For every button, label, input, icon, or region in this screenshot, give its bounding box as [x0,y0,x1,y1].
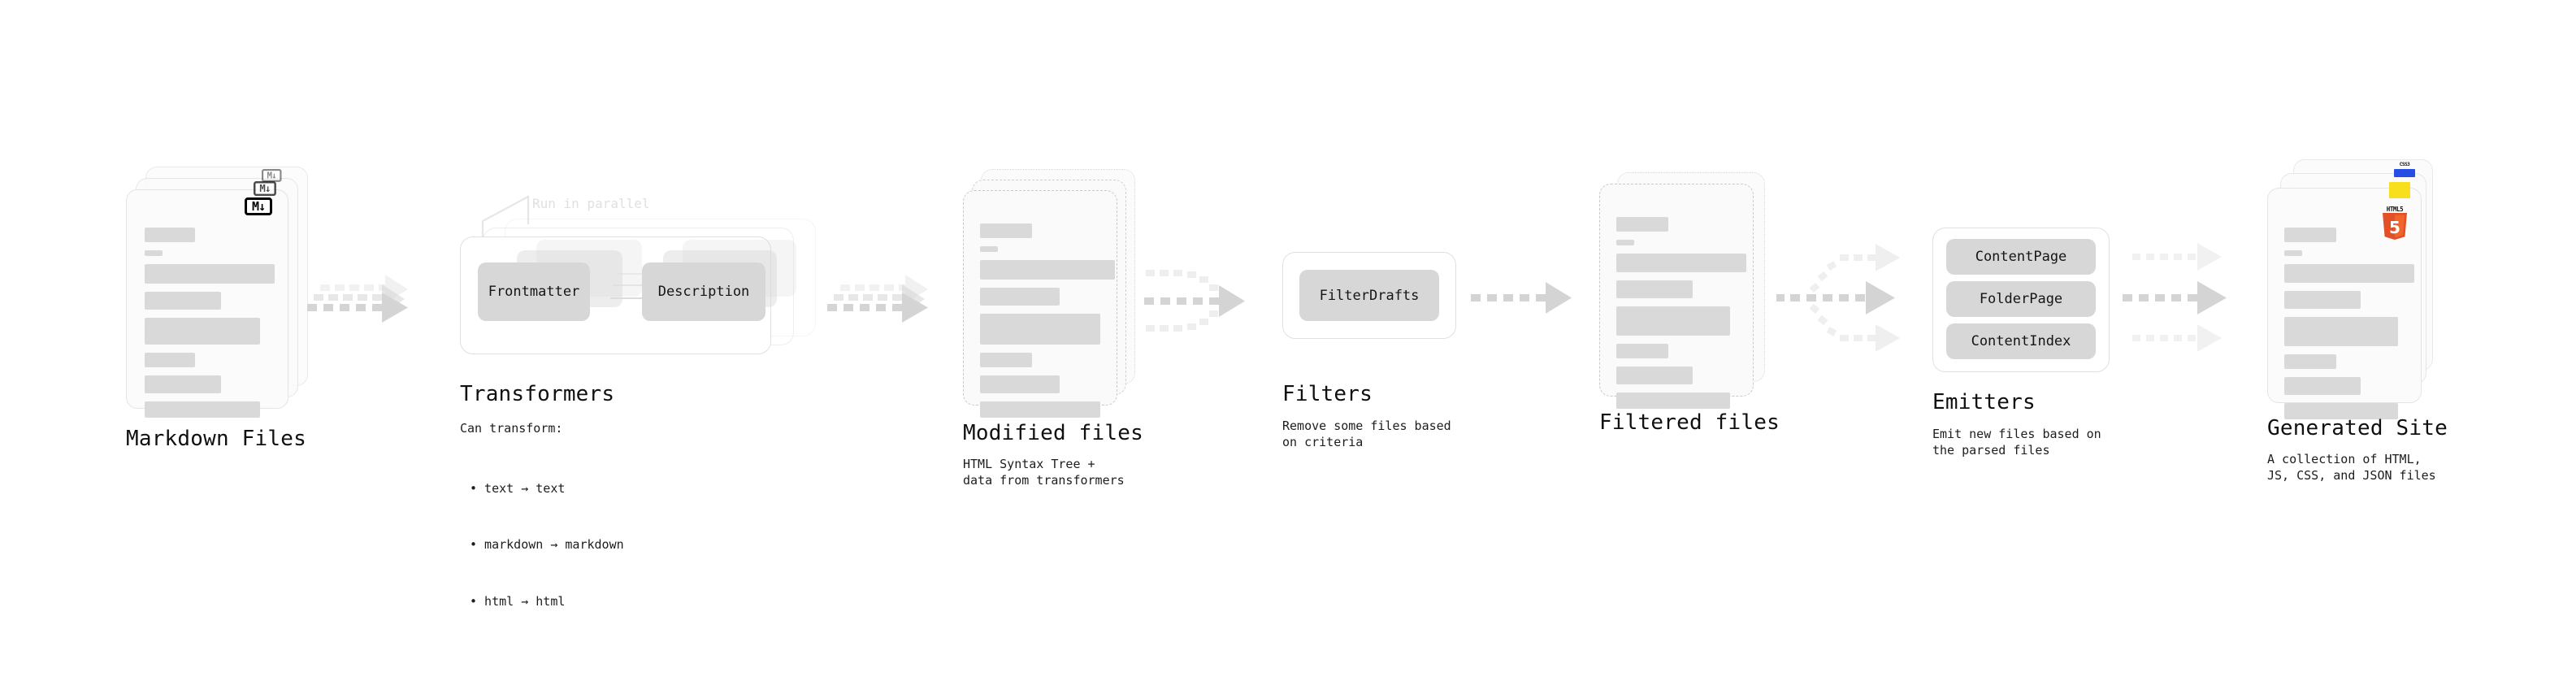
emitter-chip-folderpage[interactable]: FolderPage [1946,281,2096,317]
transformers-bullet-item: • text → text [470,480,566,496]
run-in-parallel-leader [481,195,530,242]
modified-card-front [963,190,1117,418]
emitters-description: Emit new files based on the parsed files [1932,427,2101,458]
modified-skeleton [980,223,1115,426]
transformers-bullet-item: • html → html [470,594,566,609]
skeleton-bar [980,353,1032,367]
html5-badge: HTML5 5 [2381,206,2409,240]
skeleton-bar [1616,254,1746,272]
skeleton-bar [980,260,1115,280]
skeleton-bar [145,250,163,256]
markdown-skeleton [145,228,275,426]
run-in-parallel-note: Run in parallel [532,196,650,211]
flow-arrow-1 [307,275,408,323]
skeleton-bar [980,288,1060,306]
skeleton-bar [1616,344,1668,358]
modified-description: HTML Syntax Tree + data from transformer… [963,457,1125,488]
skeleton-bar [145,353,195,367]
css3-badge-label: CSS3 [2399,162,2410,167]
transformer-chip-label: Description [657,284,750,300]
markdown-badge-label: M↓ [267,170,277,181]
skeleton-bar [2284,291,2361,309]
svg-text:5: 5 [2389,218,2400,237]
skeleton-bar [145,318,260,345]
skeleton-bar [1616,217,1668,232]
skeleton-bar [1616,393,1730,409]
skeleton-bar [145,401,260,418]
filter-chip-label: FilterDrafts [1319,287,1420,304]
transformers-bullets: • text → text • markdown → markdown • ht… [470,441,624,649]
emitter-chip-contentpage[interactable]: ContentPage [1946,239,2096,275]
js-badge [2389,182,2410,198]
emitter-chip-label: ContentPage [1975,249,2067,265]
skeleton-bar [145,264,275,284]
markdown-badge-label: M↓ [259,182,271,194]
markdown-badge: M↓ [245,197,272,215]
page-title-modified: Modified files [963,421,1143,445]
markdown-badge: M↓ [262,169,282,182]
skeleton-bar [1616,240,1634,245]
skeleton-bar [2284,264,2414,283]
page-title-markdown: Markdown Files [126,427,306,451]
flow-arrow-5-split [1776,244,1900,352]
page-title-filtered: Filtered files [1599,410,1780,435]
skeleton-bar [2284,403,2398,419]
skeleton-bar [2284,250,2302,256]
page-title-transformers: Transformers [460,382,615,406]
skeleton-bar [1616,306,1730,336]
emitter-chip-label: ContentIndex [1971,333,2071,349]
flow-arrow-4 [1471,282,1572,314]
emitter-chip-label: FolderPage [1979,291,2063,307]
page-title-generated: Generated Site [2267,416,2448,440]
emitter-chip-contentindex[interactable]: ContentIndex [1946,323,2096,359]
skeleton-bar [2284,228,2336,242]
transformers-bullet-item: • markdown → markdown [470,537,624,553]
page-title-emitters: Emitters [1932,390,2036,414]
filtered-skeleton [1616,217,1746,417]
skeleton-bar [980,375,1060,393]
skeleton-bar [1616,367,1693,384]
generated-site-stack: CSS3 HTML5 5 [2267,159,2433,419]
markdown-badge: M↓ [254,181,276,197]
skeleton-bar [2284,317,2398,346]
skeleton-bar [145,228,195,242]
filtered-card-front [1599,184,1754,409]
skeleton-bar [2284,377,2361,395]
skeleton-bar [2284,354,2336,369]
page-title-filters: Filters [1282,382,1373,406]
flow-arrow-6-triple [2123,243,2227,352]
generated-skeleton [2284,228,2414,427]
transformer-chip-label: Frontmatter [488,284,580,300]
flow-arrow-2 [827,275,928,323]
transformer-chip-frontmatter[interactable]: Frontmatter [478,262,590,321]
filters-description: Remove some files based on criteria [1282,419,1451,449]
skeleton-bar [980,223,1032,238]
skeleton-bar [145,292,221,310]
flow-arrow-3-merge [1144,270,1245,332]
css3-badge: CSS3 [2394,162,2415,177]
filter-chip-filterdrafts[interactable]: FilterDrafts [1299,270,1439,321]
skeleton-bar [145,375,221,393]
markdown-badge-label: M↓ [251,198,266,214]
skeleton-bar [980,314,1100,345]
generated-description: A collection of HTML, JS, CSS, and JSON … [2267,452,2436,483]
markdown-card-front [126,189,288,418]
transformer-chip-description[interactable]: Description [642,262,765,321]
skeleton-bar [1616,280,1693,298]
skeleton-bar [980,246,998,252]
transformers-intro: Can transform: [460,421,563,436]
html5-badge-label: HTML5 [2386,206,2404,213]
skeleton-bar [980,401,1100,418]
